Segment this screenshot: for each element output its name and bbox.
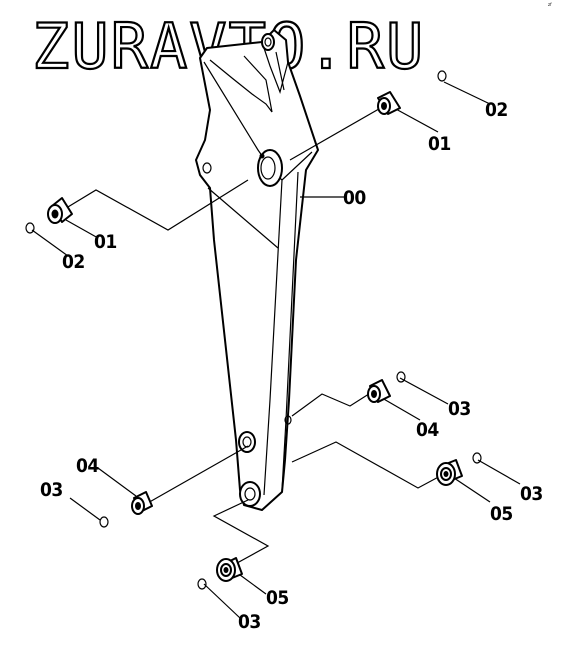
callout-bush-lower-right: 05 (490, 503, 513, 525)
callout-ring-top-right: 02 (485, 99, 508, 121)
ring-lower-left (99, 516, 109, 528)
boom-part (195, 29, 319, 511)
callout-ring-mid-right: 03 (448, 398, 471, 420)
bushing-lower-left (131, 491, 153, 515)
callout-ring-bottom: 03 (238, 611, 261, 633)
callout-ring-left: 02 (62, 251, 85, 273)
callout-labels: 00 01 02 01 02 03 04 03 05 04 03 05 03 (40, 99, 543, 633)
callout-bush-top-right: 01 (428, 133, 451, 155)
callout-ring-lower-left: 03 (40, 479, 63, 501)
bushing-mid-right (367, 379, 391, 403)
bushing-bottom (216, 557, 243, 582)
ring-bottom (197, 578, 207, 590)
bushing-lower-right (436, 459, 463, 486)
ring-top-right (437, 70, 447, 82)
callout-boom: 00 (343, 187, 366, 209)
callout-ring-lower-right: 03 (520, 483, 543, 505)
bushing-left (47, 197, 73, 224)
corner-mark: zf (548, 2, 552, 7)
callout-bush-mid-right: 04 (416, 419, 439, 441)
ring-left (25, 222, 35, 234)
leader-lines (31, 81, 521, 619)
ring-lower-right (472, 452, 482, 464)
callout-bush-lower-left: 04 (76, 455, 99, 477)
bushing-top-right (377, 91, 401, 115)
callout-bush-left: 01 (94, 231, 117, 253)
callout-bush-bottom: 05 (266, 587, 289, 609)
ring-mid-right (396, 371, 406, 383)
